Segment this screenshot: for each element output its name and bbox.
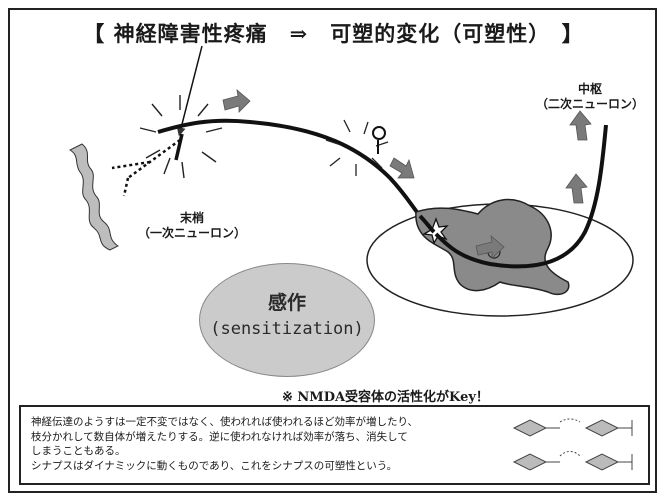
central-neuron-label: 中枢 （二次ニューロン） bbox=[536, 82, 644, 112]
injury-burst-middle bbox=[325, 119, 389, 176]
peripheral-neuron-label: 末梢 （一次ニューロン） bbox=[138, 211, 246, 241]
sensitization-subtitle: (sensitization) bbox=[210, 319, 364, 339]
dorsal-root-ganglion bbox=[372, 126, 386, 140]
synapse-diagram-bottom bbox=[512, 451, 633, 471]
signal-arrow-icon bbox=[222, 88, 251, 113]
secondary-neuron-fiber bbox=[434, 124, 608, 269]
peripheral-label-line1: 末梢 bbox=[180, 211, 205, 225]
primary-neuron-terminal bbox=[418, 214, 436, 234]
injury-burst-peripheral bbox=[139, 95, 223, 179]
central-label-line1: 中枢 bbox=[578, 82, 603, 96]
peripheral-label-line2: （一次ニューロン） bbox=[138, 226, 247, 240]
description-text: 神経伝達のようすは一定不変ではなく、使われれば使われるほど効率が増したり、 枝分… bbox=[31, 415, 501, 473]
description-line: シナプスはダイナミックに動くものであり、これをシナプスの可塑性という。 bbox=[31, 459, 398, 472]
sensitization-title: 感作 bbox=[267, 292, 306, 314]
primary-neuron-branch bbox=[174, 133, 184, 161]
title-pointer-line bbox=[176, 45, 203, 137]
description-line: 枝分かれして数自体が増えたりする。逆に使われなければ効率が落ち、消失して bbox=[31, 430, 408, 443]
description-line: 神経伝達のようすは一定不変ではなく、使われれば使われるほど効率が増したり、 bbox=[31, 416, 419, 428]
central-label-line2: （二次ニューロン） bbox=[536, 97, 645, 111]
signal-arrows bbox=[222, 88, 592, 259]
sensitization-bubble: 感作 (sensitization) bbox=[199, 263, 375, 377]
primary-neuron-fiber bbox=[157, 118, 422, 218]
signal-arrow-icon bbox=[565, 173, 588, 204]
description-line: しまうこともある。 bbox=[31, 445, 126, 457]
signal-arrow-icon bbox=[569, 110, 592, 141]
description-box: 神経伝達のようすは一定不変ではなく、使われれば使われるほど効率が増したり、 枝分… bbox=[19, 405, 650, 485]
skin-tissue bbox=[68, 143, 119, 251]
signal-arrow-icon bbox=[475, 234, 505, 259]
nmda-note: ※ NMDA受容体の活性化がKey！ bbox=[282, 390, 489, 405]
dotted-nerve-endings bbox=[111, 138, 181, 197]
diagram-title: 【 神経障害性疼痛 ⇒ 可塑的変化（可塑性） 】 bbox=[83, 21, 584, 46]
signal-arrow-icon bbox=[389, 157, 415, 179]
synapse-diagram-top bbox=[512, 418, 633, 437]
